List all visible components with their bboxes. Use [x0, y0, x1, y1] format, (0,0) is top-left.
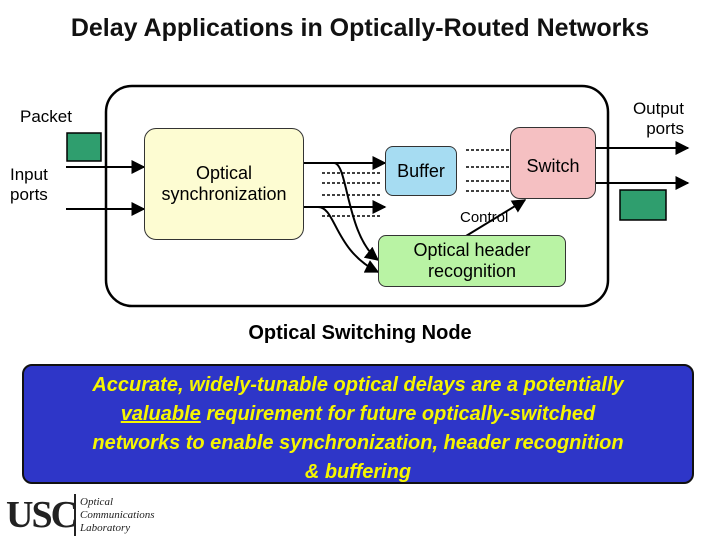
summary-note: Accurate, widely-tunable optical delays …	[22, 364, 694, 484]
input-ports-label: Input ports	[10, 165, 48, 205]
optical-synchronization-block: Optical synchronization	[144, 128, 304, 240]
node-enclosure	[104, 84, 610, 308]
output-ports-line1: Output	[632, 99, 684, 118]
header-tap-1	[333, 162, 380, 261]
switch-label: Switch	[526, 156, 580, 176]
note-line3: networks to enable synchronization, head…	[92, 432, 624, 454]
control-label: Control	[460, 209, 509, 226]
page-title: Delay Applications in Optically-Routed N…	[70, 14, 650, 42]
packet-label: Packet	[20, 107, 72, 126]
sync-label-line2: synchronization	[161, 184, 287, 204]
lab-name: Optical Communications Laboratory	[80, 496, 190, 535]
buffer-label: Buffer	[397, 160, 445, 181]
switch-block: Switch	[510, 127, 596, 199]
buffer-block: Buffer	[385, 146, 457, 196]
header-label-line1: Optical header	[413, 240, 531, 260]
header-tap-2	[317, 206, 380, 273]
lab-name-line1: Optical	[80, 496, 113, 508]
buffer-switch-lines	[466, 149, 510, 192]
lab-name-line2: Communications	[80, 509, 155, 521]
input-packet-icon	[66, 132, 102, 162]
note-line1: Accurate, widely-tunable optical delays …	[92, 374, 624, 396]
usc-logo: USC	[6, 494, 78, 536]
sync-label-line1: Optical	[195, 163, 252, 183]
note-line4: & buffering	[304, 461, 412, 483]
optical-header-recognition-block: Optical header recognition	[378, 235, 566, 287]
input-ports-line2: ports	[10, 185, 48, 204]
input-ports-line1: Input	[10, 165, 48, 184]
control-arrow	[465, 199, 527, 237]
logo-divider	[74, 494, 76, 536]
diagram-caption: Optical Switching Node	[248, 322, 472, 344]
header-label-line2: recognition	[427, 261, 517, 281]
note-line2: requirement for future optically-switche…	[200, 403, 596, 425]
note-line2-underlined: valuable	[120, 403, 201, 425]
lab-name-line3: Laboratory	[80, 522, 131, 534]
output-ports-label: Output ports	[618, 99, 684, 139]
output-packet-icon	[619, 189, 667, 221]
output-ports-line2: ports	[646, 119, 684, 138]
